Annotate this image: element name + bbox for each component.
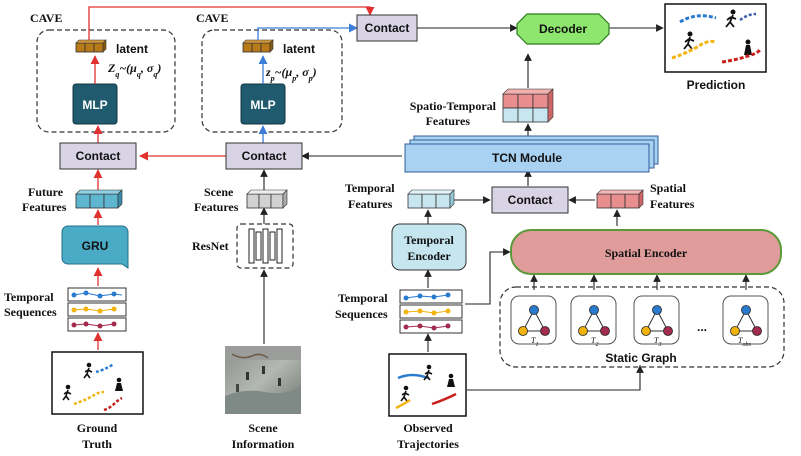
ground-truth-image — [51, 351, 144, 415]
scene-info-label-2: Information — [232, 437, 295, 451]
tcn-module-label: TCN Module — [492, 151, 562, 165]
mlp-right-label: MLP — [250, 98, 275, 112]
graph-tobs-label: Tobs — [738, 336, 751, 348]
mlp-left-label: MLP — [82, 98, 107, 112]
graph-t2 — [570, 295, 617, 345]
spatio-temporal-features-label-2: Features — [426, 114, 471, 128]
tcn-module-block — [404, 135, 659, 173]
temporal-sequences-mid-icon — [399, 289, 463, 334]
future-features-icon — [75, 189, 123, 209]
observed-label-2: Trajectories — [397, 437, 459, 451]
scene-features-label-2: Features — [194, 200, 239, 214]
temporal-sequences-left-label-1: Temporal — [4, 290, 54, 304]
temporal-sequences-left-label-2: Sequences — [4, 305, 57, 319]
ground-truth-label-1: Ground — [77, 421, 118, 435]
cave-right-label: CAVE — [196, 11, 228, 25]
static-graph-container — [499, 286, 785, 368]
resnet-container — [236, 223, 294, 269]
spatial-features-icon — [596, 189, 644, 209]
ground-truth-label-2: Truth — [82, 437, 112, 451]
zp-distribution: zp~(μp, σp) — [265, 65, 317, 83]
spatio-temporal-features-icon — [502, 88, 554, 123]
graph-t3-label: T3 — [654, 336, 661, 348]
gru-label: GRU — [82, 239, 109, 253]
temporal-sequences-mid-label-1: Temporal — [338, 291, 388, 305]
zq-distribution: Zq~(μq, σq) — [107, 61, 161, 79]
contact-left-box — [59, 142, 137, 170]
graph-t3 — [633, 295, 680, 345]
scene-features-icon — [246, 189, 288, 209]
cave-right-container — [201, 29, 343, 133]
contact-top-box — [356, 14, 418, 42]
scene-info-label-1: Scene — [248, 421, 278, 435]
decoder-label: Decoder — [539, 22, 587, 36]
latent-left-icon — [75, 39, 107, 53]
cave-left-label: CAVE — [30, 11, 62, 25]
temporal-sequences-mid-label-2: Sequences — [335, 307, 388, 321]
future-features-label-2: Features — [22, 200, 67, 214]
resnet-layers-icon — [248, 228, 283, 264]
temporal-features-label-1: Temporal — [345, 181, 395, 195]
scene-features-label-1: Scene — [204, 185, 234, 199]
graph-t2-label: T2 — [591, 336, 598, 348]
static-graph-label: Static Graph — [605, 351, 676, 365]
temporal-encoder-label-1: Temporal — [404, 233, 454, 247]
graph-ellipsis: ... — [697, 320, 707, 334]
contact-top-label: Contact — [365, 21, 410, 35]
temporal-sequences-left-icon — [67, 287, 127, 332]
observed-trajectories-image — [388, 353, 467, 417]
temporal-encoder-label-2: Encoder — [407, 249, 451, 263]
contact-right-label: Contact — [508, 193, 553, 207]
contact-mid-box — [225, 142, 303, 170]
graph-t1-label: T1 — [531, 336, 538, 348]
prediction-image — [664, 3, 767, 73]
gru-block — [61, 225, 129, 269]
latent-left-label: latent — [116, 42, 148, 56]
prediction-label: Prediction — [687, 78, 746, 92]
temporal-features-label-2: Features — [348, 197, 393, 211]
contact-right-box — [491, 186, 569, 214]
graph-tobs — [722, 295, 769, 345]
graph-t1 — [510, 295, 557, 345]
spatial-features-label-2: Features — [650, 197, 695, 211]
resnet-label: ResNet — [192, 239, 229, 253]
latent-right-label: latent — [283, 42, 315, 56]
contact-mid-label: Contact — [242, 149, 287, 163]
temporal-encoder-block — [391, 223, 467, 271]
observed-label-1: Observed — [403, 421, 453, 435]
spatio-temporal-features-label-1: Spatio-Temporal — [410, 99, 497, 113]
decoder-block — [516, 13, 610, 45]
spatial-encoder-block — [510, 229, 782, 275]
contact-left-label: Contact — [76, 149, 121, 163]
latent-right-icon — [242, 39, 274, 53]
spatial-encoder-label: Spatial Encoder — [605, 246, 688, 260]
cave-left-container — [36, 29, 176, 133]
spatial-features-label-1: Spatial — [650, 181, 687, 195]
future-features-label-1: Future — [28, 185, 64, 199]
scene-photo — [225, 346, 301, 414]
temporal-features-icon — [407, 189, 455, 209]
